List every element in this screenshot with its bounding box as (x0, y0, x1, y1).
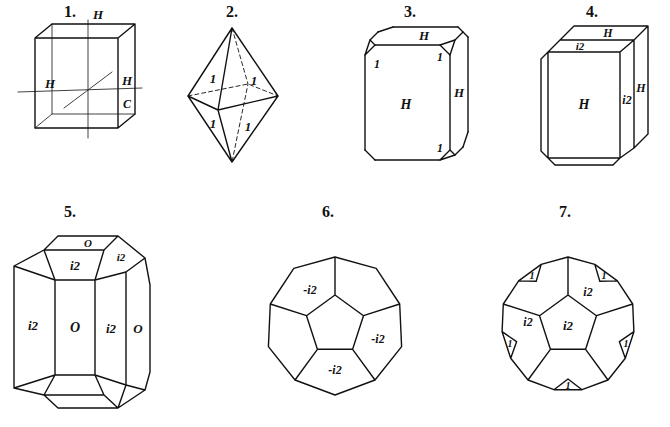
figure-number: 2. (226, 4, 238, 20)
face-label: 1 (210, 117, 217, 130)
figure-number: 6. (322, 204, 334, 220)
combination-figure (502, 257, 634, 390)
face-label: 1 (602, 271, 607, 281)
face-label: H (401, 98, 412, 112)
face-label: -i2 (303, 284, 316, 296)
face-label: i2 (106, 322, 116, 335)
face-label: H (603, 27, 612, 39)
face-label: H (419, 29, 429, 42)
cube-edges (365, 27, 468, 160)
face-label: 1 (624, 339, 629, 349)
face-label: H (93, 8, 103, 21)
face-label: H (45, 77, 55, 90)
face-label: -i2 (328, 364, 341, 376)
face-label: O (84, 238, 92, 249)
face-label: 1 (251, 74, 258, 87)
face-label: 1 (210, 72, 217, 85)
crystal-axes (18, 20, 142, 138)
cube-figure (18, 20, 142, 138)
face-label: H (454, 86, 464, 99)
figure-number: 4. (586, 4, 598, 20)
corner-faces (365, 27, 468, 160)
hidden-edges (35, 24, 135, 128)
truncated-cube-figure (365, 27, 468, 160)
face-label: i2 (28, 319, 38, 332)
face-label: i2 (117, 252, 126, 263)
face-label: 1 (374, 58, 380, 70)
octahedron-edges (188, 28, 278, 162)
crystal-edges (268, 257, 401, 395)
cube-edges (35, 24, 135, 128)
dodecahedron-figure (268, 257, 401, 395)
crystal-edges (14, 236, 150, 408)
crystal-edges (541, 26, 648, 165)
face-label: 1 (437, 142, 443, 154)
face-label: H (579, 98, 590, 112)
face-label: i2 (563, 319, 573, 332)
face-label: -i2 (371, 333, 384, 345)
face-label: C (123, 98, 131, 110)
face-label: 1 (508, 339, 513, 349)
face-label: 1 (530, 271, 535, 281)
figure-number: 1. (64, 4, 76, 20)
face-label: O (70, 321, 80, 335)
octahedron-figure (188, 28, 278, 162)
face-label: i2 (70, 259, 80, 272)
face-label: H (122, 74, 132, 87)
face-label: 1 (566, 381, 571, 391)
hidden-edges (188, 28, 278, 162)
face-label: i2 (583, 286, 592, 298)
face-label: 1 (245, 120, 252, 133)
figure-number: 7. (559, 204, 571, 220)
face-label: 1 (437, 51, 443, 63)
combination-figure (14, 236, 150, 408)
bevelled-cube-figure (541, 26, 648, 165)
figure-number: 5. (64, 204, 76, 220)
face-label: O (133, 322, 142, 335)
face-label: H (636, 82, 645, 94)
face-label: i2 (576, 41, 585, 52)
crystal-edges (502, 257, 634, 390)
face-label: i2 (622, 94, 631, 106)
face-label: i2 (523, 316, 532, 328)
figure-number: 3. (404, 4, 416, 20)
